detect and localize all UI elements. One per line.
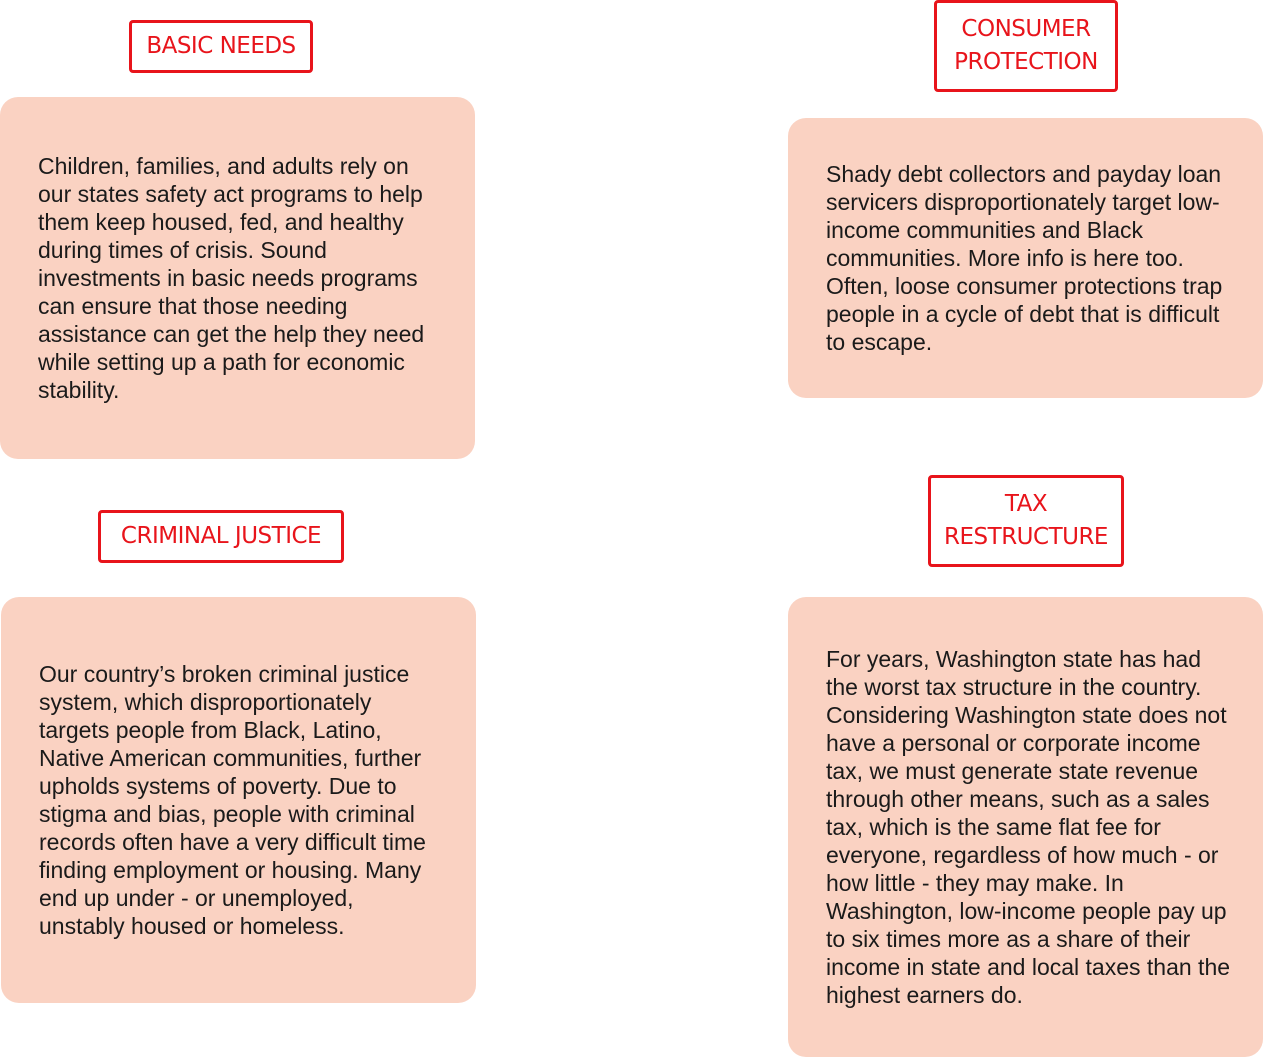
criminal-justice-text: Our country’s broken criminal justice sy… xyxy=(39,661,426,939)
consumer-protection-text: Shady debt collectors and payday loan se… xyxy=(826,161,1223,355)
criminal-justice-heading: CRIMINAL JUSTICE xyxy=(98,510,344,563)
tax-restructure-heading: TAX RESTRUCTURE xyxy=(928,475,1124,567)
basic-needs-card: Children, families, and adults rely on o… xyxy=(0,97,475,459)
consumer-protection-card: Shady debt collectors and payday loan se… xyxy=(788,118,1263,398)
tax-restructure-text: For years, Washington state has had the … xyxy=(826,646,1231,1008)
tax-restructure-card: For years, Washington state has had the … xyxy=(788,597,1263,1057)
basic-needs-heading: BASIC NEEDS xyxy=(129,20,313,73)
consumer-protection-heading: CONSUMER PROTECTION xyxy=(934,0,1118,92)
basic-needs-text: Children, families, and adults rely on o… xyxy=(38,153,425,403)
criminal-justice-card: Our country’s broken criminal justice sy… xyxy=(1,597,476,1003)
